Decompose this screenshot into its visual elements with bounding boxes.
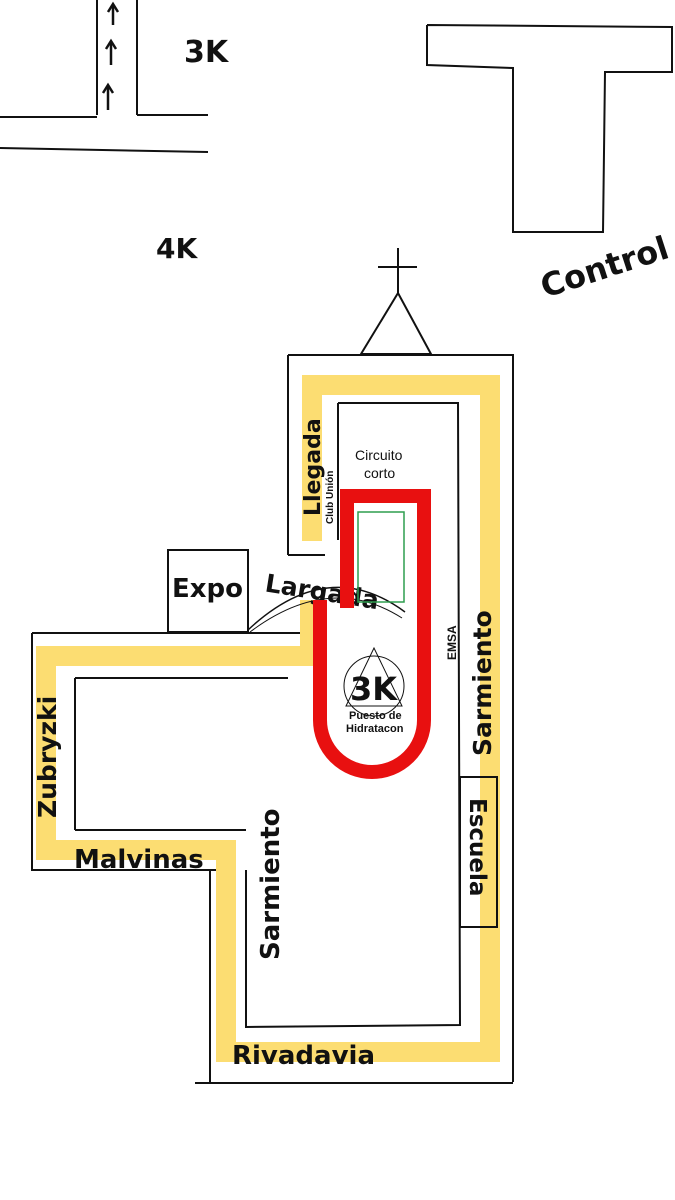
street-label-malvinas: Malvinas xyxy=(74,845,204,875)
top-right-street xyxy=(426,24,673,233)
escuela-label: Escuela xyxy=(464,798,490,896)
distance-label-3k: 3K xyxy=(184,35,230,70)
street-outlines xyxy=(31,354,514,1084)
expo-label: Expo xyxy=(172,574,243,604)
circuito-corto-label-line1: Circuito xyxy=(355,447,403,463)
hydration-label-line2: Hidratacon xyxy=(346,723,404,735)
control-label: Control xyxy=(536,229,674,306)
largada-arch-inner xyxy=(249,597,403,633)
street-label-zubryzki: Zubryzki xyxy=(33,696,62,818)
expo-building xyxy=(167,549,249,633)
sports-field xyxy=(357,511,405,603)
llegada-label: Llegada xyxy=(301,418,326,516)
hydration-label-line1: Puesto de xyxy=(349,710,402,722)
direction-arrows xyxy=(101,1,120,110)
church-icon xyxy=(359,248,433,355)
race-route xyxy=(36,375,500,1062)
club-union-label: Club Unión xyxy=(325,471,336,524)
hydration-distance-label: 3K xyxy=(350,670,398,708)
street-label-rivadavia: Rivadavia xyxy=(232,1041,375,1071)
circuito-corto-label-line2: corto xyxy=(364,465,395,481)
street-label-sarmiento-right: Sarmiento xyxy=(468,610,497,756)
escuela-building xyxy=(459,776,498,928)
short-circuit-route xyxy=(313,489,431,779)
emsa-label: EMSA xyxy=(445,625,459,660)
top-left-street xyxy=(0,0,209,153)
hydration-point xyxy=(343,646,405,717)
largada-arch xyxy=(247,586,406,631)
distance-label-4k: 4K xyxy=(156,232,198,265)
street-label-sarmiento-middle: Sarmiento xyxy=(256,808,286,960)
